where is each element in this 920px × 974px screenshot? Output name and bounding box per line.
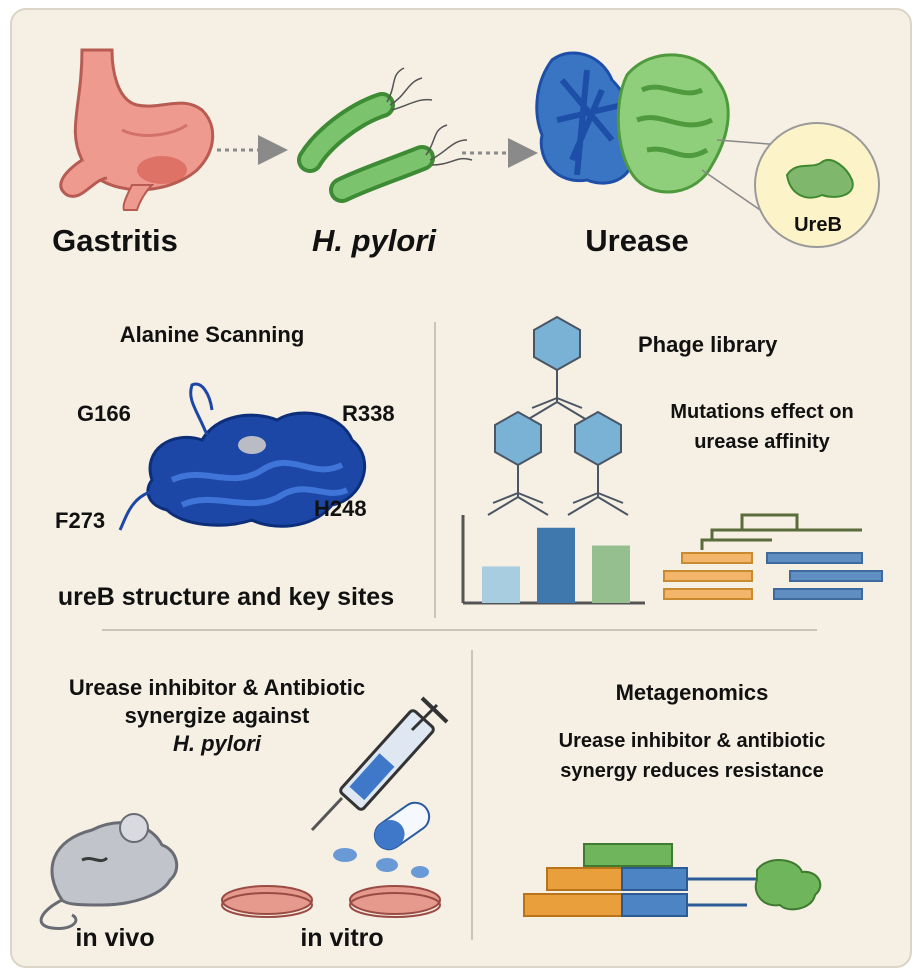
site-label-g166: G166 bbox=[77, 401, 131, 426]
bar-2 bbox=[537, 527, 575, 603]
metagenomics-title: Metagenomics bbox=[615, 680, 769, 705]
in-vitro-label: in vitro bbox=[300, 924, 384, 952]
stomach-illustration bbox=[59, 48, 215, 211]
synergy-title-line1: Urease inhibitor & Antibiotic bbox=[68, 675, 366, 700]
phage-description-line2: urease affinity bbox=[694, 431, 830, 453]
ureb-label: UreB bbox=[794, 214, 842, 236]
phage-library-illustration bbox=[487, 315, 629, 516]
synergy-title-line3: H. pylori bbox=[172, 731, 262, 756]
mouse-illustration bbox=[39, 813, 179, 931]
ureb-structure-illustration bbox=[118, 382, 367, 531]
metagenomics-illustration bbox=[523, 843, 822, 917]
ureb-structure-caption: ureB structure and key sites bbox=[57, 583, 395, 611]
in-vivo-label: in vivo bbox=[75, 924, 155, 952]
gastritis-label: Gastritis bbox=[52, 223, 178, 258]
phylogenetic-tree-illustration bbox=[663, 513, 883, 600]
phage-description-line1: Mutations effect on bbox=[670, 401, 854, 423]
site-label-h248: H248 bbox=[314, 496, 367, 521]
h-pylori-label: H. pylori bbox=[311, 223, 437, 258]
figure-artwork bbox=[39, 48, 883, 940]
pills-illustration bbox=[333, 801, 431, 878]
ureb-circle bbox=[754, 122, 880, 248]
metagenomics-description-line1: Urease inhibitor & antibiotic bbox=[558, 730, 826, 752]
h-pylori-bacteria-illustration bbox=[297, 67, 473, 203]
phage-library-title: Phage library bbox=[638, 332, 778, 357]
syringe-illustration bbox=[310, 696, 449, 832]
affinity-bar-chart bbox=[461, 515, 645, 605]
urease-protein-illustration bbox=[535, 51, 783, 226]
site-label-f273: F273 bbox=[55, 508, 106, 533]
site-label-r338: R338 bbox=[342, 401, 395, 426]
alanine-scanning-title: Alanine Scanning bbox=[119, 322, 305, 347]
bar-3 bbox=[592, 545, 630, 603]
synergy-title-line2: synergize against bbox=[124, 703, 310, 728]
urease-label: Urease bbox=[585, 223, 689, 258]
figure-panel: Gastritis H. pylori Urease UreB Alanine … bbox=[10, 8, 912, 968]
bar-1 bbox=[482, 566, 520, 603]
metagenomics-description-line2: synergy reduces resistance bbox=[560, 760, 824, 782]
petri-dishes-illustration bbox=[221, 885, 441, 918]
